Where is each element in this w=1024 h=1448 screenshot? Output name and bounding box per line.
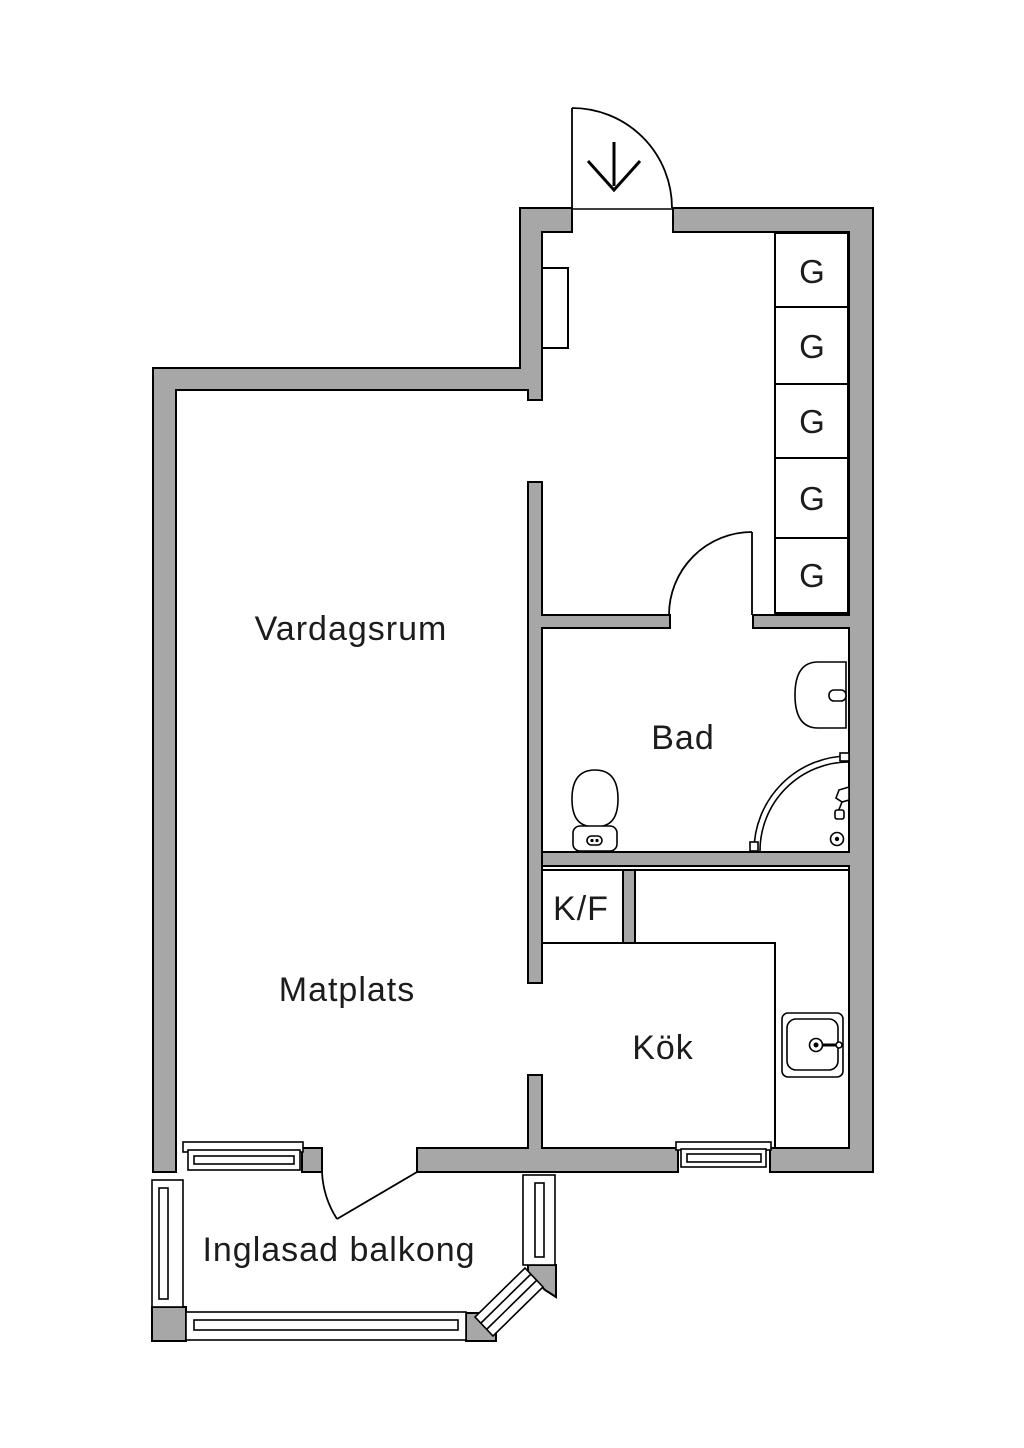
entry-arrow-icon [586,142,642,193]
walls [151,207,874,1342]
wall-left-complex [152,207,573,1173]
wardrobe-label: G [799,253,825,290]
entrance-door-icon [571,107,673,210]
wall-interior-upper [527,481,671,984]
labels: Vardagsrum Matplats Bad Kök K/F Inglasad… [202,253,824,1269]
window-icon [473,1266,545,1338]
balcony-left-window [151,1179,184,1308]
wardrobe-column-icon [774,232,849,614]
fridge-freezer-box [541,869,624,944]
kitchen-sink-icon [781,1012,844,1078]
washbasin-icon [794,661,847,729]
room-label-dining: Matplats [279,971,416,1009]
wall-bottom-small-segment [301,1147,323,1173]
room-label-kitchen: Kök [632,1029,694,1067]
kitchen-counter-outline [635,869,848,1147]
balcony-bottom-window [185,1311,467,1341]
balcony-door-icon [321,1171,418,1220]
wardrobe-label: G [799,480,825,517]
balcony-corner-sw [151,1306,187,1342]
wall-kf-stub [622,869,636,944]
wardrobe-label: G [799,403,825,440]
wardrobe-label: G [799,557,825,594]
built-ins [151,107,850,1341]
wardrobe-label: G [799,328,825,365]
kitchen-window [675,1141,772,1168]
room-label-balcony: Inglasad balkong [202,1231,475,1269]
bathroom-door-icon [668,531,753,616]
window-icon [193,1319,459,1331]
balcony-right-window [522,1174,556,1266]
room-label-fridge-freezer: K/F [553,890,609,928]
room-label-living: Vardagsrum [255,610,448,648]
window-icon [158,1187,169,1300]
wardrobe-outline [774,232,849,614]
room-label-bath: Bad [651,719,715,757]
shower-icon [749,752,850,852]
window-icon [686,1153,762,1163]
window-icon [534,1182,545,1258]
window-icon [193,1155,295,1165]
hall-shaft [541,267,569,349]
dining-window [182,1141,304,1171]
toilet-icon [571,769,619,852]
wall-bottom-mid-complex [416,1074,679,1173]
window-icon [480,1273,538,1330]
balcony-diagonal-window [473,1266,545,1338]
shower-drain-icon [829,831,845,847]
